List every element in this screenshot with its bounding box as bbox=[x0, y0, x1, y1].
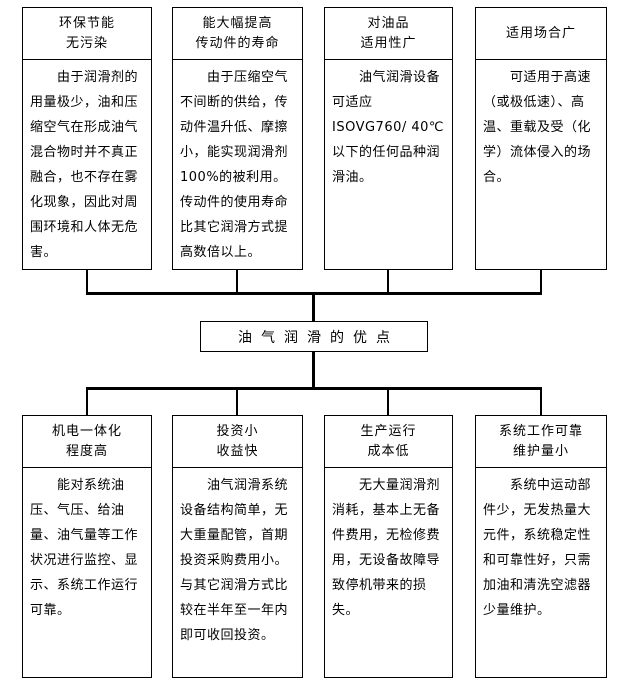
box-reliable-low-maintenance: 系统工作可靠 维护量小 系统中运动部件少，无发热量大元件，系统稳定性和可靠性好，… bbox=[475, 415, 607, 678]
box-environment-title: 环保节能 无污染 bbox=[23, 8, 151, 60]
box-oil-compatibility-title: 对油品 适用性广 bbox=[325, 8, 452, 60]
connector-stub-top-1 bbox=[86, 270, 88, 292]
connector-stub-bottom-3 bbox=[387, 390, 389, 415]
box-reliable-low-maintenance-body: 系统中运动部件少，无发热量大元件，系统稳定性和可靠性好，只需加油和清洗空滤器少量… bbox=[483, 478, 592, 618]
box-component-lifespan-body: 由于压缩空气不间断的供给，传动件温升低、摩擦小，能实现润滑剂100%的被利用。传… bbox=[180, 70, 289, 260]
box-oil-compatibility-body: 油气润滑设备可适应 ISOVG760/ 40℃ 以下的任何品种润滑油。 bbox=[332, 70, 445, 185]
connector-trunk-lower bbox=[312, 352, 315, 387]
box-component-lifespan: 能大幅提高 传动件的寿命 由于压缩空气不间断的供给，传动件温升低、摩擦小，能实现… bbox=[172, 7, 303, 270]
connector-stub-top-2 bbox=[236, 270, 238, 292]
box-low-operating-cost-body: 无大量润滑剂消耗，基本上无备件费用，无检修费用，无设备故障导致停机带来的损失。 bbox=[332, 478, 441, 618]
connector-stub-top-4 bbox=[540, 270, 542, 292]
box-low-investment-body: 油气润滑系统设备结构简单，无大重量配管，首期投资采购费用小。与其它润滑方式比较在… bbox=[180, 478, 289, 643]
connector-trunk-upper bbox=[312, 294, 315, 321]
box-mechatronics-body: 能对系统油压、气压、给油量、油气量等工作状况进行监控、显示、系统工作运行可靠。 bbox=[30, 478, 139, 618]
box-component-lifespan-title: 能大幅提高 传动件的寿命 bbox=[173, 8, 302, 60]
box-wide-applications-title: 适用场合广 bbox=[476, 8, 606, 60]
box-wide-applications-body: 可适用于高速（或极低速）、高温、重载及受（化学）流体侵入的场合。 bbox=[483, 70, 592, 185]
box-low-operating-cost-title: 生产运行 成本低 bbox=[325, 416, 452, 468]
connector-bus-top bbox=[86, 292, 542, 295]
connector-stub-bottom-4 bbox=[540, 390, 542, 415]
box-mechatronics-title: 机电一体化 程度高 bbox=[23, 416, 151, 468]
box-low-investment: 投资小 收益快 油气润滑系统设备结构简单，无大重量配管，首期投资采购费用小。与其… bbox=[172, 415, 303, 678]
connector-stub-bottom-1 bbox=[86, 390, 88, 415]
box-low-operating-cost: 生产运行 成本低 无大量润滑剂消耗，基本上无备件费用，无检修费用，无设备故障导致… bbox=[324, 415, 453, 678]
connector-stub-bottom-2 bbox=[236, 390, 238, 415]
center-node-title: 油气润滑的优点 bbox=[238, 329, 399, 346]
box-oil-compatibility: 对油品 适用性广 油气润滑设备可适应 ISOVG760/ 40℃ 以下的任何品种… bbox=[324, 7, 453, 270]
center-node: 油气润滑的优点 bbox=[200, 321, 428, 352]
connector-bus-bottom bbox=[86, 387, 542, 390]
box-wide-applications: 适用场合广 可适用于高速（或极低速）、高温、重载及受（化学）流体侵入的场合。 bbox=[475, 7, 607, 270]
box-low-investment-title: 投资小 收益快 bbox=[173, 416, 302, 468]
box-environment-body: 由于润滑剂的用量极少，油和压缩空气在形成油气混合物时并不真正融合，也不存在雾化现… bbox=[30, 70, 139, 260]
box-mechatronics-level: 机电一体化 程度高 能对系统油压、气压、给油量、油气量等工作状况进行监控、显示、… bbox=[22, 415, 152, 678]
box-environment-no-pollution: 环保节能 无污染 由于润滑剂的用量极少，油和压缩空气在形成油气混合物时并不真正融… bbox=[22, 7, 152, 270]
box-reliable-low-maintenance-title: 系统工作可靠 维护量小 bbox=[476, 416, 606, 468]
connector-stub-top-3 bbox=[387, 270, 389, 292]
